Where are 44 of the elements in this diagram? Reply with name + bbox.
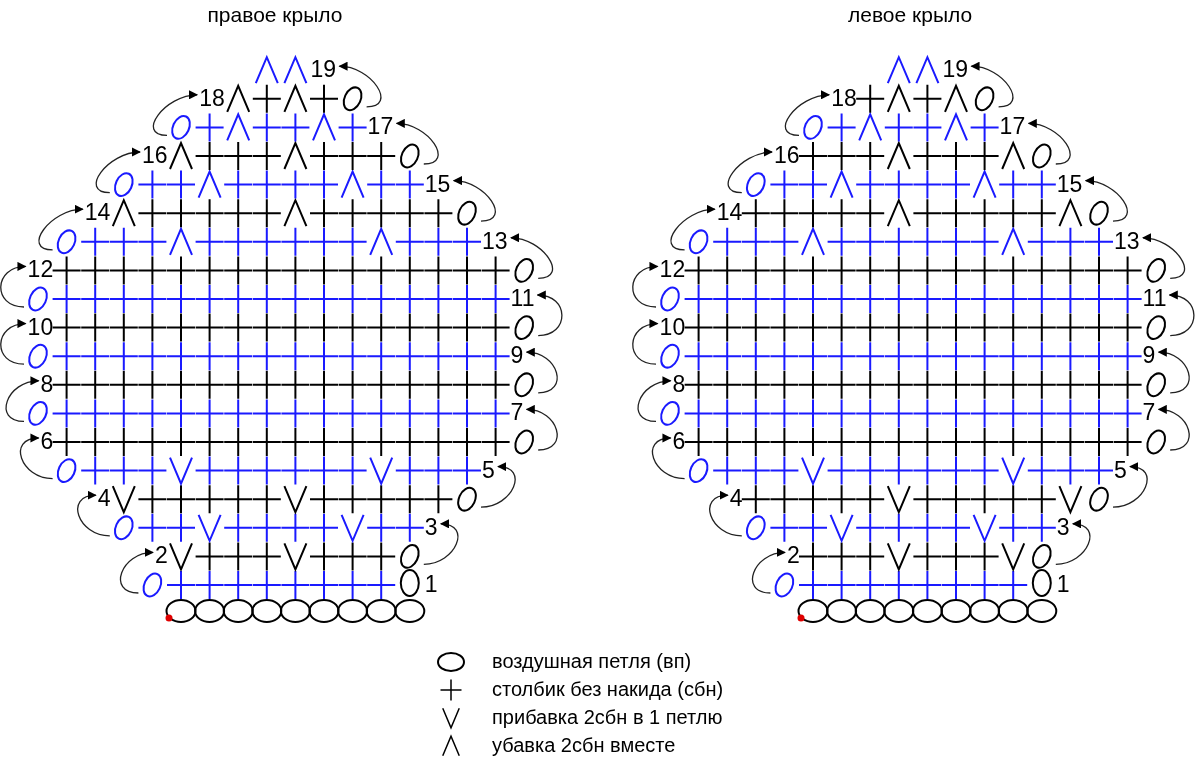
legend-text: прибавка 2сбн в 1 петлю [492, 707, 723, 727]
row-number: 17 [367, 115, 394, 139]
row-number: 5 [1114, 458, 1127, 482]
legend-text: столбик без накида (сбн) [492, 679, 724, 699]
row-number: 13 [1114, 229, 1140, 253]
row-number: 16 [142, 144, 168, 167]
row-number: 9 [1142, 344, 1156, 368]
legend-text: убавка 2сбн вместе [492, 735, 676, 755]
row-number: 3 [1056, 515, 1070, 539]
row-number: 2 [787, 544, 800, 568]
row-number: 14 [716, 201, 743, 225]
row-number: 4 [97, 487, 111, 511]
row-number: 19 [942, 58, 968, 82]
legend-text: воздушная петля (вп) [492, 651, 692, 671]
row-number: 2 [155, 544, 168, 568]
row-number: 6 [672, 430, 686, 453]
row-number: 1 [424, 573, 438, 596]
row-number: 6 [40, 430, 54, 453]
row-number: 1 [1056, 573, 1070, 596]
row-number: 7 [510, 401, 524, 425]
row-number: 18 [199, 86, 225, 110]
row-number: 10 [27, 315, 54, 339]
row-number: 14 [84, 201, 111, 225]
row-number: 17 [999, 115, 1026, 139]
row-number: 8 [672, 372, 686, 396]
row-number: 11 [1142, 287, 1167, 310]
row-number: 8 [40, 372, 54, 396]
row-number: 10 [659, 315, 686, 339]
chart-heading: правое крыло [207, 4, 343, 25]
row-number: 12 [659, 258, 686, 282]
chart-heading: левое крыло [848, 4, 973, 25]
row-number: 11 [510, 287, 535, 310]
row-number: 9 [510, 344, 524, 368]
row-number: 5 [482, 458, 495, 482]
row-number: 3 [424, 515, 438, 539]
row-number: 7 [1142, 401, 1156, 425]
row-number: 15 [1056, 172, 1083, 196]
row-number: 12 [27, 258, 54, 282]
row-number: 16 [774, 144, 800, 167]
row-number: 18 [831, 86, 857, 110]
row-number: 15 [424, 172, 451, 196]
row-number: 13 [482, 229, 508, 253]
row-number: 4 [729, 487, 743, 511]
row-number: 19 [310, 58, 336, 82]
